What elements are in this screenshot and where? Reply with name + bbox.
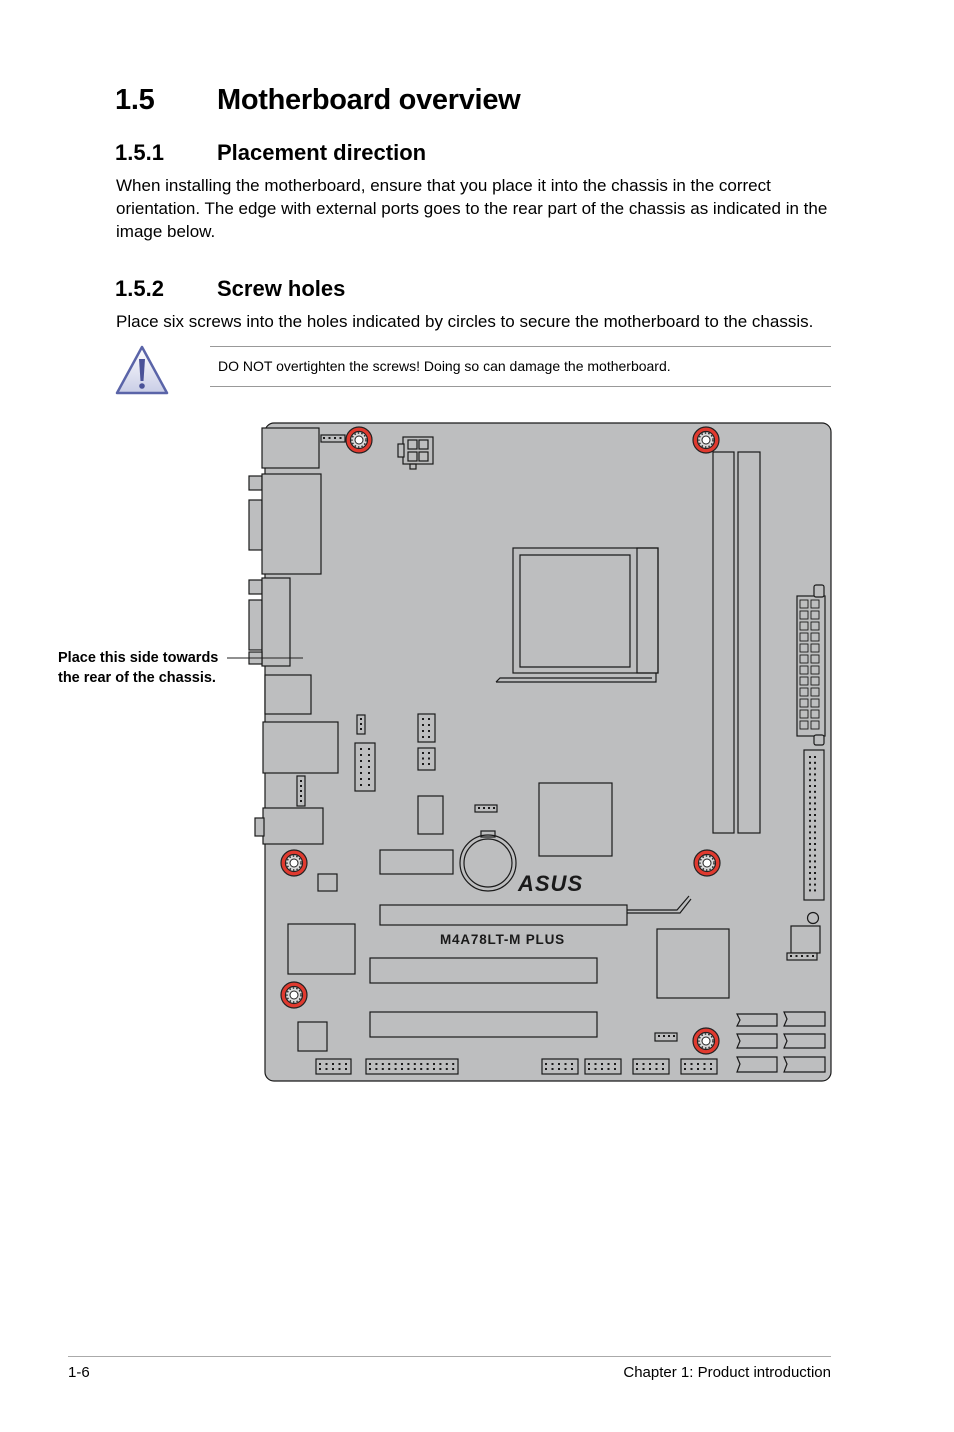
subsection-number: 1.5.1	[115, 140, 164, 165]
usb-header-3	[632, 1058, 670, 1075]
io-vga-port	[248, 499, 263, 551]
rear-side-caption: Place this side towards the rear of the …	[58, 648, 218, 688]
section-title: 1.5 Motherboard overview	[115, 84, 521, 117]
io-audio-port	[262, 807, 324, 845]
dimm-slot-b1	[737, 451, 761, 834]
pci-slot-1	[369, 957, 598, 984]
subsection-title-text: Screw holes	[217, 276, 346, 301]
front-audio-header	[315, 1058, 352, 1075]
rear-caption-line-2: the rear of the chassis.	[58, 670, 216, 686]
usb-header-1	[541, 1058, 579, 1075]
ide-connector	[803, 749, 825, 901]
sata-connector-5	[736, 1056, 778, 1073]
board-model-label: M4A78LT-M PLUS	[440, 932, 565, 947]
rear-caption-line-1: Place this side towards	[58, 650, 219, 666]
section-title-text: Motherboard overview	[217, 84, 521, 116]
screw-holes-paragraph: Place six screws into the holes indicate…	[116, 312, 814, 331]
footer-rule	[68, 1356, 831, 1357]
sata-connector-4	[783, 1033, 826, 1049]
panel-header	[680, 1058, 718, 1075]
subsection-title-screw-holes: 1.5.2 Screw holes	[115, 276, 345, 302]
io-dvi-port	[248, 599, 263, 651]
pci-slot-2	[369, 1011, 598, 1038]
northbridge-chip	[538, 782, 613, 857]
screw-hole-marker	[345, 426, 373, 454]
placement-paragraph: When installing the motherboard, ensure …	[116, 176, 828, 241]
com-header	[365, 1058, 459, 1075]
screw-hole-marker	[693, 849, 721, 877]
screw-hole-marker	[280, 981, 308, 1009]
page-number: 1-6	[68, 1364, 90, 1381]
io-lan-usb-port	[262, 721, 339, 774]
sata-connector-1	[736, 1013, 778, 1027]
screw-hole-marker	[280, 849, 308, 877]
section-number: 1.5	[115, 84, 155, 116]
screw-hole-marker	[692, 426, 720, 454]
subsection-title-placement: 1.5.1 Placement direction	[115, 140, 426, 166]
subsection-title-text: Placement direction	[217, 140, 427, 165]
southbridge-chip	[656, 928, 730, 999]
audio-codec-chip	[287, 923, 356, 975]
sata-connector-3	[736, 1033, 778, 1049]
pcie-x16-slot	[379, 904, 628, 926]
subsection-number: 1.5.2	[115, 276, 164, 301]
io-ps2-port	[261, 427, 320, 469]
note-top-rule	[210, 346, 831, 347]
asus-logo: ASUS	[517, 871, 583, 896]
note-bottom-rule	[210, 386, 831, 387]
sata-connector-6	[783, 1056, 826, 1073]
screw-hole-marker	[692, 1027, 720, 1055]
sata-connector-2	[783, 1011, 826, 1027]
caution-text: DO NOT overtighten the screws! Doing so …	[218, 358, 671, 374]
dimm-slot-a1	[712, 451, 735, 834]
usb-header-2	[584, 1058, 622, 1075]
warning-triangle-icon	[115, 345, 169, 395]
io-usb-port	[264, 674, 312, 715]
chapter-label: Chapter 1: Product introduction	[623, 1364, 831, 1381]
